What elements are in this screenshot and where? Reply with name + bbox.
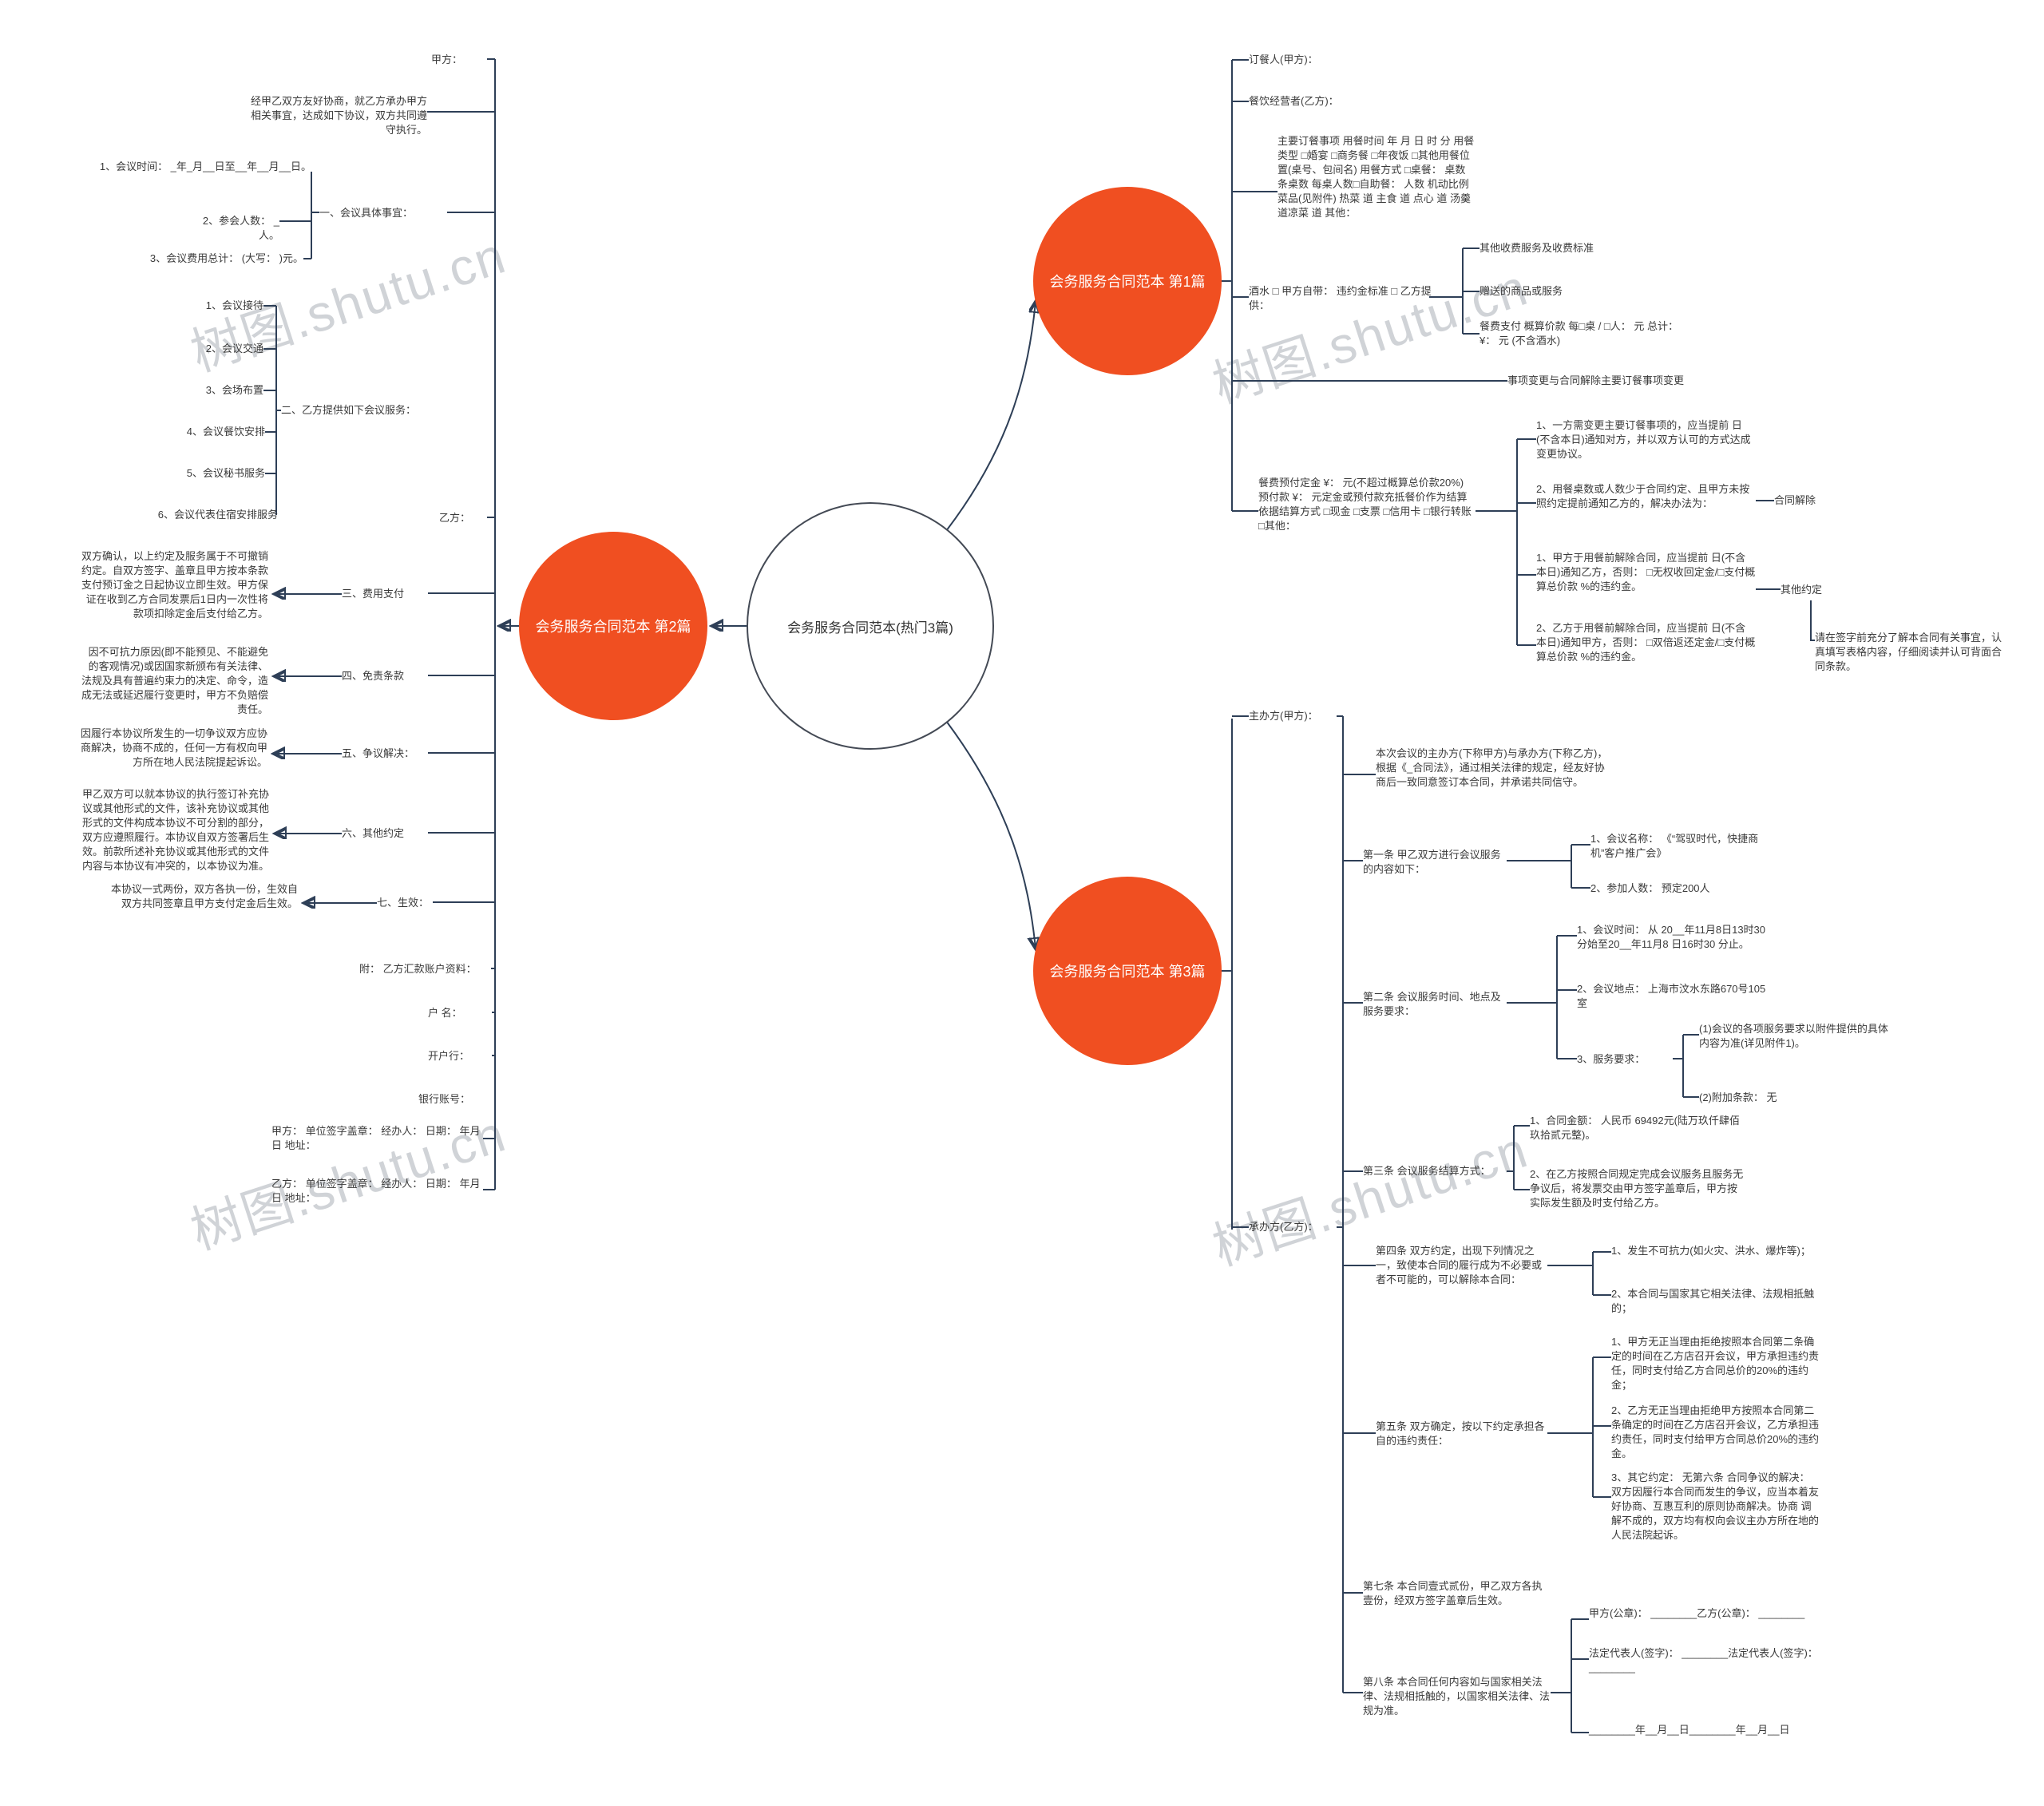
b1-other: 其他约定 bbox=[1781, 584, 1823, 596]
b1-meal-payment: 餐费支付 概算价款 每□桌 / □人： 元 总计： ¥： 元 (不含酒水) bbox=[1480, 320, 1678, 347]
b2-service-1: 1、会议接待 bbox=[205, 299, 263, 311]
b3-organizer: 承办方(乙方)： bbox=[1249, 1221, 1318, 1233]
b3-force-majeure: 1、发生不可抗力(如火灾、洪水、爆炸等)； bbox=[1611, 1245, 1811, 1257]
b2-service-4: 4、会议餐饮安排 bbox=[186, 426, 265, 438]
b2-payment-note: 双方确认，以上约定及服务属于不可撤销约定。自双方签字、盖章且甲方按本条款支付预订… bbox=[81, 550, 268, 620]
b3-intro: 本次会议的主办方(下称甲方)与承办方(下称乙方)，根据《_合同法》，通过相关法律… bbox=[1376, 747, 1608, 788]
b2-section6-other: 六、其他约定 bbox=[342, 827, 405, 839]
b3-breach-a: 1、甲方无正当理由拒绝按照本合同第二条确定的时间在乙方店召开会议，甲方承担违约责… bbox=[1611, 1336, 1820, 1391]
b1-cancel-rule-1: 1、甲方于用餐前解除合同，应当提前 日(不含本日)通知乙方，否则： □无权收回定… bbox=[1536, 552, 1756, 592]
b1-extra-fees: 其他收费服务及收费标准 bbox=[1480, 242, 1594, 254]
b3-attendee-count: 2、参加人数： 预定200人 bbox=[1590, 882, 1710, 894]
b3-article5: 第五条 双方确定，按以下约定承担各自的违约责任： bbox=[1376, 1420, 1545, 1447]
b3-service-req-2: (2)附加条款： 无 bbox=[1699, 1091, 1777, 1103]
b2-section4-exemption: 四、免责条款 bbox=[342, 670, 405, 682]
b1-other-note: 请在签字前充分了解本合同有关事宜，认真填写表格内容，仔细阅读并认可背面合同条款。 bbox=[1815, 632, 2002, 672]
b2-account-number: 银行账号： bbox=[418, 1093, 471, 1105]
b3-article4: 第四条 双方约定，出现下列情况之一，致使本合同的履行成为不必要或者不可能的，可以… bbox=[1376, 1245, 1543, 1285]
b3-article2: 第二条 会议服务时间、地点及服务要求： bbox=[1363, 991, 1501, 1017]
branch2-node: 会务服务合同范本 第2篇 bbox=[519, 532, 707, 720]
b2-other-note: 甲乙双方可以就本协议的执行签订补充协议或其他形式的文件，该补充协议或其他形式的文… bbox=[81, 788, 269, 872]
b2-party-b: 乙方： bbox=[439, 512, 471, 524]
b2-dispute-note: 因履行本协议所发生的一切争议双方应协商解决，协商不成的，任何一方有权向甲方所在地… bbox=[80, 727, 267, 768]
b3-article8: 第八条 本合同任何内容如与国家相关法律、法规相抵触的，以国家相关法律、法规为准。 bbox=[1363, 1676, 1551, 1717]
b1-orderer: 订餐人(甲方)： bbox=[1249, 53, 1318, 65]
b2-bank: 开户行： bbox=[428, 1050, 470, 1062]
b3-meeting-name: 1、会议名称： 《“驾驭时代，快捷商机”客户推广会》 bbox=[1590, 833, 1759, 859]
b3-article3: 第三条 会议服务结算方式： bbox=[1363, 1165, 1491, 1177]
b2-service-3: 3、会场布置 bbox=[205, 384, 263, 396]
b2-attendees: 2、参会人数： _人。 bbox=[202, 215, 279, 241]
b2-section3-payment: 三、费用支付 bbox=[342, 588, 405, 600]
b1-prepay: 餐费预付定金 ¥： 元(不超过概算总价款20%) 预付款 ¥： 元定金或预付款充… bbox=[1258, 477, 1472, 532]
b2-service-5: 5、会议秘书服务 bbox=[186, 467, 265, 479]
root-node: 会务服务合同范本(热门3篇) bbox=[747, 502, 994, 750]
b1-gifts: 赠送的商品或服务 bbox=[1480, 285, 1563, 297]
b2-effective-note: 本协议一式两份，双方各执一份，生效自双方共同签章且甲方支付定金后生效。 bbox=[110, 883, 298, 909]
b2-intro: 经甲乙双方友好协商，就乙方承办甲方 相关事宜，达成如下协议，双方共同遵守执行。 bbox=[250, 95, 427, 136]
b2-section5-dispute: 五、争议解决： bbox=[342, 747, 415, 759]
b3-meeting-time: 1、会议时间： 从 20__年11月8日13时30分始至20__年11月8 日1… bbox=[1577, 924, 1766, 950]
b1-change-rule-1: 1、一方需变更主要订餐事项的，应当提前 日(不含本日)通知对方，并以双方认可的方… bbox=[1536, 419, 1751, 460]
b1-main-order: 主要订餐事项 用餐时间 年 月 日 时 分 用餐类型 □婚宴 □商务餐 □年夜饭… bbox=[1278, 135, 1475, 219]
b2-section7-effective: 七、生效： bbox=[377, 897, 430, 909]
b3-dispute-clause: 3、其它约定： 无第六条 合同争议的解决： 双方因履行本合同而发生的争议，应当本… bbox=[1611, 1471, 1820, 1541]
branch3-node: 会务服务合同范本 第3篇 bbox=[1033, 877, 1222, 1065]
b2-party-a: 甲方： bbox=[431, 53, 463, 65]
b2-party-a-signature: 甲方： 单位签字盖章： 经办人： 日期： 年月日 地址： bbox=[271, 1125, 481, 1151]
b3-payment-method: 2、在乙方按照合同规定完成会议服务且服务无争议后，将发票交由甲方签字盖章后，甲方… bbox=[1530, 1168, 1744, 1209]
b3-representative-line: 法定代表人(签字)： ________法定代表人(签字)： ________ bbox=[1589, 1647, 1818, 1673]
b2-section1-title: 一、会议具体事宜： bbox=[319, 207, 414, 219]
b2-attachment: 附： 乙方汇款账户资料： bbox=[359, 963, 477, 975]
b3-meeting-place: 2、会议地点： 上海市汶水东路670号105室 bbox=[1577, 983, 1766, 1009]
b2-service-6: 6、会议代表住宿安排服务 bbox=[157, 509, 278, 521]
b1-cancel-rule-2: 2、乙方于用餐前解除合同，应当提前 日(不含本日)通知甲方，否则： □双倍返还定… bbox=[1536, 622, 1756, 663]
b2-account-name: 户 名： bbox=[428, 1007, 462, 1019]
b1-terminate: 合同解除 bbox=[1774, 494, 1816, 506]
b3-host: 主办方(甲方)： bbox=[1249, 710, 1318, 722]
b1-change-rule-2: 2、用餐桌数或人数少于合同约定、且甲方未按照约定提前通知乙方的，解决办法为： bbox=[1536, 483, 1750, 509]
b3-breach-b: 2、乙方无正当理由拒绝甲方按照本合同第二条确定的时间在乙方店召开会议，乙方承担违… bbox=[1611, 1404, 1820, 1459]
b3-seal-line: 甲方(公章)： ________乙方(公章)： ________ bbox=[1589, 1607, 1805, 1619]
b3-service-req: 3、服务要求： bbox=[1577, 1053, 1646, 1065]
b2-service-2: 2、会议交通 bbox=[205, 343, 263, 354]
b2-meeting-time: 1、会议时间： _年_月__日至__年__月__日。 bbox=[99, 160, 311, 172]
b1-caterer: 餐饮经营者(乙方)： bbox=[1249, 95, 1339, 107]
b1-drinks: 酒水 □ 甲方自带： 违约金标准 □ 乙方提供： bbox=[1249, 285, 1432, 311]
b2-section2-title: 二、乙方提供如下会议服务： bbox=[281, 404, 417, 416]
b2-party-b-signature: 乙方： 单位签字盖章： 经办人： 日期： 年月日 地址： bbox=[271, 1178, 481, 1204]
b3-article1: 第一条 甲乙双方进行会议服务的内容如下： bbox=[1363, 849, 1501, 875]
b3-contract-amount: 1、合同金额： 人民币 69492元(陆万玖仟肆佰玖拾贰元整)。 bbox=[1530, 1115, 1740, 1141]
b3-service-req-1: (1)会议的各项服务要求以附件提供的具体内容为准(详见附件1)。 bbox=[1699, 1023, 1888, 1049]
b3-article7: 第七条 本合同壹式贰份，甲乙双方各执壹份，经双方签字盖章后生效。 bbox=[1363, 1580, 1543, 1606]
b2-exemption-note: 因不可抗力原因(即不能预见、不能避免的客观情况)或因国家新颁布有关法律、法规及具… bbox=[81, 646, 268, 715]
branch1-node: 会务服务合同范本 第1篇 bbox=[1033, 187, 1222, 375]
b2-total-cost: 3、会议费用总计： (大写： )元。 bbox=[149, 252, 303, 264]
b3-law-conflict: 2、本合同与国家其它相关法律、法规相抵触的； bbox=[1611, 1288, 1815, 1314]
b3-date-line: ________年__月__日________年__月__日 bbox=[1589, 1724, 1790, 1736]
b1-change-title: 事项变更与合同解除主要订餐事项变更 bbox=[1507, 374, 1685, 386]
